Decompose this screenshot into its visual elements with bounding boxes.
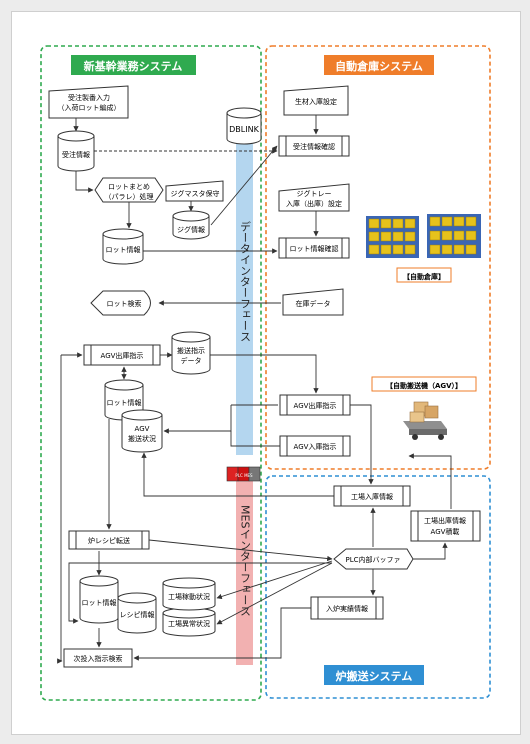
dblink-label: DBLINK bbox=[229, 125, 259, 134]
jig-info-db-icon bbox=[172, 210, 210, 240]
material-setting-node bbox=[283, 85, 349, 116]
factory-out-node bbox=[410, 510, 481, 542]
recipe-info-db-icon bbox=[117, 592, 157, 634]
agv-status-db-icon bbox=[121, 409, 163, 453]
agv-status-label-2: 搬送状況 bbox=[128, 434, 156, 443]
connectors bbox=[57, 115, 452, 664]
shinkansen-title-box bbox=[71, 55, 196, 75]
plc-buffer-label: PLC内部バッファ bbox=[345, 555, 400, 564]
system-diagram: 新基幹業務システム 自動倉庫システム 炉搬送システム データインターフェース M… bbox=[40, 45, 491, 701]
recipe-info-label: レシピ情報 bbox=[120, 610, 155, 619]
factory-in-label: 工場入庫情報 bbox=[351, 492, 393, 501]
mes-interface-label: MESインターフェース bbox=[239, 505, 252, 616]
agv-out-cmd-label: AGV出庫指示 bbox=[101, 351, 144, 360]
plant-status-label: 工場稼動状況 bbox=[168, 592, 210, 601]
dblink-database-icon bbox=[226, 107, 262, 145]
lot-info-2-label: ロット情報 bbox=[107, 398, 142, 407]
agv-label-box bbox=[371, 376, 477, 392]
factory-out-label-2: AGV積載 bbox=[431, 527, 460, 536]
auto-warehouse-illustration bbox=[366, 214, 481, 258]
furnace-system-frame bbox=[265, 475, 491, 699]
transport-data-label-1: 搬送指示 bbox=[177, 346, 205, 355]
wh-agv-out-label: AGV出庫指示 bbox=[294, 401, 337, 410]
mes-interface-bar bbox=[236, 479, 253, 665]
order-input-label-1: 受注製番入力 bbox=[68, 93, 110, 102]
lot-merge-label-1: ロットまとめ bbox=[108, 183, 150, 191]
factory-out-label-1: 工場出庫情報 bbox=[424, 516, 466, 525]
lot-info-3-label: ロット情報 bbox=[82, 598, 117, 607]
auto-warehouse-label-box bbox=[396, 267, 452, 283]
warehouse-system-frame bbox=[265, 45, 491, 470]
plant-abnormal-label: 工場異常状況 bbox=[168, 619, 210, 628]
stock-data-label: 在庫データ bbox=[296, 299, 331, 308]
lot-confirm-node bbox=[278, 237, 350, 259]
agv-status-label-1: AGV bbox=[135, 425, 150, 433]
order-info-label: 受注情報 bbox=[62, 150, 90, 159]
furnace-recipe-label: 炉レシピ転送 bbox=[88, 536, 130, 545]
plc-mes-icon bbox=[226, 466, 261, 482]
material-setting-label: 生材入庫設定 bbox=[295, 97, 337, 106]
next-input-search-node bbox=[63, 648, 133, 668]
order-confirm-label: 受注情報確認 bbox=[293, 142, 335, 151]
next-input-search-label: 次投入指示検索 bbox=[74, 654, 123, 663]
data-interface-bar bbox=[236, 144, 253, 455]
lot-search-node bbox=[90, 290, 151, 316]
data-interface-label: データインターフェース bbox=[239, 220, 252, 342]
auto-warehouse-label: 【自動倉庫】 bbox=[403, 272, 445, 281]
lot-merge-node bbox=[94, 177, 164, 203]
warehouse-title: 自動倉庫システム bbox=[335, 59, 423, 73]
shinkansen-title: 新基幹業務システム bbox=[84, 59, 183, 73]
transport-data-db-icon bbox=[171, 331, 211, 375]
lot-info-label: ロット情報 bbox=[106, 245, 141, 254]
plant-status-db-icon bbox=[162, 577, 216, 637]
jig-tray-label-1: ジグトレー bbox=[297, 189, 332, 198]
stock-data-node bbox=[282, 288, 344, 316]
agv-cart-illustration bbox=[403, 401, 447, 440]
agv-label: 【自動搬送機（AGV）】 bbox=[386, 381, 462, 390]
order-confirm-node bbox=[278, 135, 350, 157]
plc-mes-label: PLC MES bbox=[235, 473, 253, 478]
order-input-node bbox=[48, 85, 129, 119]
jig-info-label: ジグ情報 bbox=[177, 225, 205, 234]
wh-agv-in-label: AGV入庫指示 bbox=[294, 442, 337, 451]
jig-tray-label-2: 入庫（出庫）設定 bbox=[286, 199, 342, 208]
lot-confirm-label: ロット情報確認 bbox=[290, 244, 339, 253]
jig-master-label: ジグマスタ保守 bbox=[171, 189, 220, 198]
furnace-title-box bbox=[324, 665, 424, 685]
furnace-result-label: 入炉実績情報 bbox=[326, 604, 368, 613]
lot-merge-label-2: （パラレ）処理 bbox=[105, 192, 154, 201]
lot-info-3-db-icon bbox=[79, 575, 119, 624]
order-input-label-2: （入荷ロット編成） bbox=[58, 103, 121, 112]
transport-data-label-2: データ bbox=[181, 356, 202, 365]
furnace-title: 炉搬送システム bbox=[336, 669, 413, 683]
diagram-page: 新基幹業務システム 自動倉庫システム 炉搬送システム データインターフェース M… bbox=[11, 11, 521, 735]
jig-master-node bbox=[165, 180, 224, 202]
lot-search-label: ロット検索 bbox=[107, 299, 142, 308]
warehouse-title-box bbox=[324, 55, 434, 75]
lot-info-db-icon bbox=[102, 228, 144, 265]
jig-tray-node bbox=[278, 183, 350, 212]
